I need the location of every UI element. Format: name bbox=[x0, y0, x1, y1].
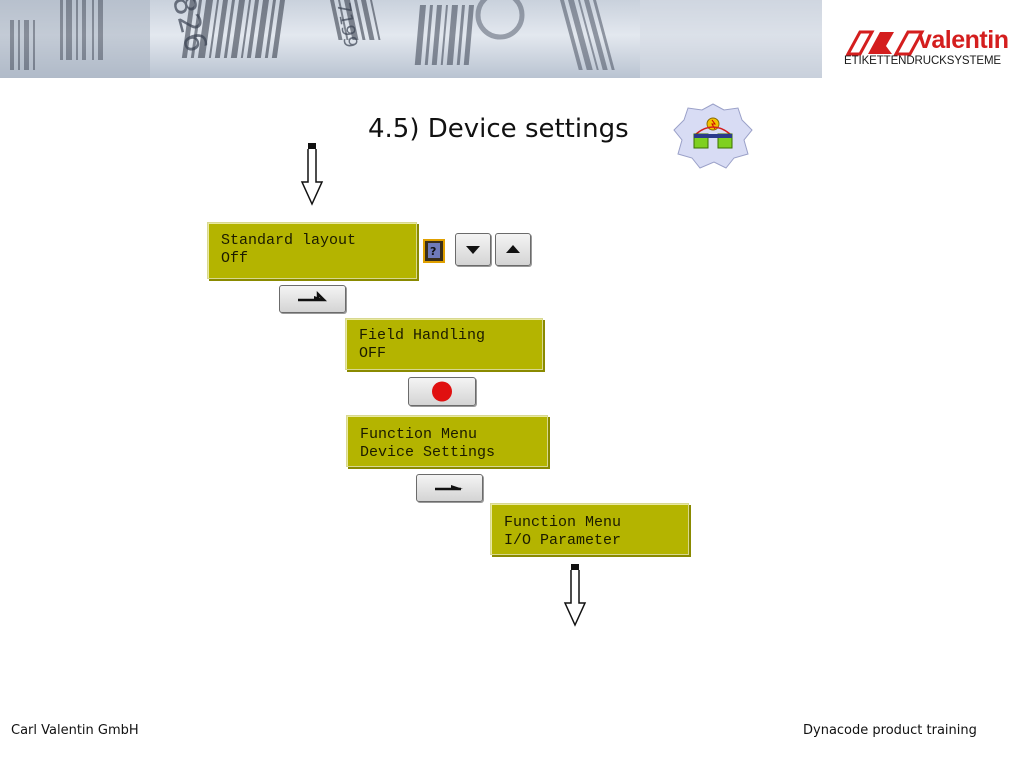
lcd-display-device-settings: Function Menu Device Settings bbox=[346, 415, 548, 467]
arrow-up-button[interactable] bbox=[495, 233, 531, 266]
barcode-labels-image: 826 7199 bbox=[0, 0, 822, 78]
logo-subtitle: ETIKETTENDRUCKSYSTEME bbox=[844, 55, 1002, 67]
stop-icon bbox=[432, 381, 452, 402]
display-line-2: Off bbox=[221, 250, 249, 267]
svg-text:?: ? bbox=[430, 245, 436, 258]
enter-icon bbox=[298, 290, 328, 302]
device-settings-icon bbox=[673, 103, 753, 169]
company-logo: valentin ETIKETTENDRUCKSYSTEME bbox=[840, 22, 1020, 72]
logo-word: valentin bbox=[918, 26, 1009, 54]
lcd-display-io-parameter: Function Menu I/O Parameter bbox=[490, 503, 689, 555]
display-line-1: Field Handling bbox=[359, 327, 486, 344]
arrow-down-button[interactable] bbox=[455, 233, 491, 266]
footer-company: Carl Valentin GmbH bbox=[11, 723, 139, 738]
display-line-2: OFF bbox=[359, 345, 387, 362]
display-line-1: Standard layout bbox=[221, 232, 357, 249]
lcd-display-standard-layout: Standard layout Off bbox=[207, 222, 417, 279]
enter-button[interactable] bbox=[279, 285, 346, 313]
arrow-down-icon bbox=[466, 246, 480, 254]
flow-arrow-icon bbox=[300, 143, 324, 206]
display-line-2: Device Settings bbox=[360, 444, 496, 461]
help-glyph: ? bbox=[428, 243, 440, 258]
stop-button[interactable] bbox=[408, 377, 476, 406]
logo-mark-icon bbox=[846, 30, 925, 56]
footer-course: Dynacode product training bbox=[803, 723, 977, 738]
enter-button[interactable] bbox=[416, 474, 483, 502]
flow-arrow-icon bbox=[563, 564, 587, 627]
display-line-2: I/O Parameter bbox=[504, 532, 622, 549]
header-banner: 826 7199 bbox=[0, 0, 822, 78]
help-icon[interactable]: ? bbox=[423, 239, 445, 263]
arrow-up-icon bbox=[506, 245, 520, 253]
lcd-display-field-handling: Field Handling OFF bbox=[345, 318, 543, 370]
display-line-1: Function Menu bbox=[504, 514, 622, 531]
slide-title: 4.5) Device settings bbox=[368, 114, 629, 144]
display-line-1: Function Menu bbox=[360, 426, 478, 443]
enter-icon bbox=[435, 485, 463, 491]
